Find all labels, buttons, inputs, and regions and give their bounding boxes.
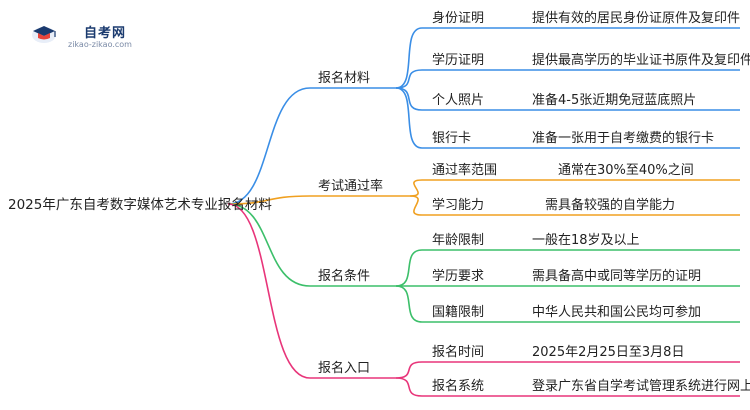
item-edge-0-1 [395,69,423,89]
branch-edge-2 [227,203,311,287]
item-detail-2-2[interactable]: 中华人民共和国公民均可参加 [532,305,702,320]
item-label-0-0[interactable]: 身份证明 [432,11,485,26]
item-detail-0-0[interactable]: 提供有效的居民身份证原件及复印件 [532,11,741,26]
logo-name: 自考网 [84,26,127,41]
item-label-3-1[interactable]: 报名系统 [432,379,485,394]
graduation-cap-icon [32,26,56,43]
branch-edge-0 [227,87,311,205]
site-logo[interactable]: 自考网 zikao-zikao.com [30,18,150,52]
item-edge-1-0 [409,179,423,197]
item-detail-2-1[interactable]: 需具备高中或同等学历的证明 [532,269,702,284]
item-detail-3-1[interactable]: 登录广东省自学考试管理系统进行网上报名 [532,379,750,394]
item-label-3-0[interactable]: 报名时间 [432,345,485,360]
item-edge-3-1 [395,377,423,397]
item-detail-0-2[interactable]: 准备4-5张近期免冠蓝底照片 [532,93,697,108]
item-edge-0-0 [395,27,423,89]
branch-node-3[interactable]: 报名入口 [318,361,371,376]
branch-edge-3 [227,203,311,379]
item-label-1-0[interactable]: 通过率范围 [432,163,498,178]
branch-node-1[interactable]: 考试通过率 [318,179,384,194]
item-label-2-0[interactable]: 年龄限制 [432,233,485,248]
item-detail-0-3[interactable]: 准备一张用于自考缴费的银行卡 [532,131,715,146]
branch-node-2[interactable]: 报名条件 [318,269,371,284]
item-detail-0-1[interactable]: 提供最高学历的毕业证书原件及复印件 [532,53,750,68]
item-edge-1-1 [409,195,423,216]
item-edge-0-3 [395,87,423,149]
item-edge-3-0 [395,361,423,379]
item-label-2-2[interactable]: 国籍限制 [432,305,485,320]
item-edge-2-0 [395,249,423,287]
item-detail-1-1[interactable]: 需具备较强的自学能力 [545,198,676,213]
branch-edge-1 [227,195,311,205]
item-edge-2-2 [395,285,423,323]
item-label-0-2[interactable]: 个人照片 [432,93,485,108]
mind-map-edges [227,27,740,397]
logo-url: zikao-zikao.com [68,40,132,49]
root-node[interactable]: 2025年广东自考数字媒体艺术专业报名材料 [8,197,272,213]
item-label-0-1[interactable]: 学历证明 [432,53,485,68]
item-edge-0-2 [395,87,423,111]
branch-node-0[interactable]: 报名材料 [318,71,371,86]
item-detail-2-0[interactable]: 一般在18岁及以上 [532,233,640,248]
item-label-2-1[interactable]: 学历要求 [432,269,485,284]
item-detail-1-0[interactable]: 通常在30%至40%之间 [558,163,694,178]
item-detail-3-0[interactable]: 2025年2月25日至3月8日 [532,345,685,360]
item-label-1-1[interactable]: 学习能力 [432,198,485,213]
item-label-0-3[interactable]: 银行卡 [432,131,472,146]
